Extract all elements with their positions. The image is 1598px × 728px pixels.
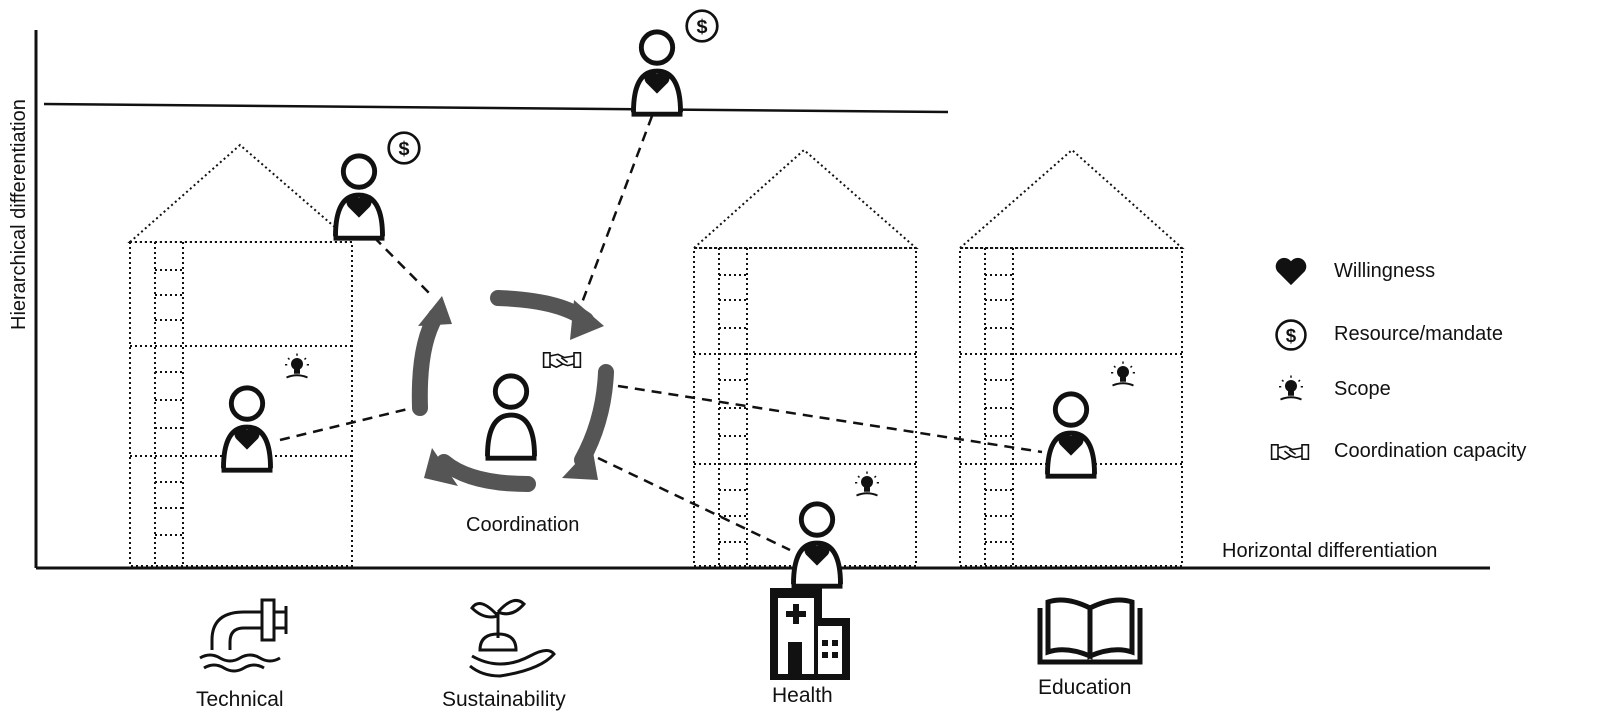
hospital-icon [770,588,850,680]
person-icon-central [486,376,537,458]
lightbulb-icon-education [1110,360,1136,387]
connector-lines [279,99,1043,552]
ladder-education [985,274,1013,543]
legend-label-coordination-capacity: Coordination capacity [1334,440,1527,462]
sector-label-sustainability: Sustainability [442,688,566,711]
sector-label-health: Health [772,684,833,707]
legend-label-resource: Resource/mandate [1334,323,1503,345]
legend-heart-icon [1275,257,1307,286]
dollar-icon-top-level [685,9,719,43]
building-technical [127,143,355,567]
legend-dollar-icon [1275,319,1307,351]
ladder-health [719,274,747,543]
ladder-technical [155,269,183,536]
legend-handshake-icon [1270,443,1310,461]
person-icon-top-level [632,32,683,114]
open-book-icon [1037,597,1143,665]
coordination-label: Coordination [466,514,580,536]
x-axis-label: Horizontal differentiation [1222,540,1438,562]
dollar-icon-mid-level [387,131,421,165]
lightbulb-icon-health [854,470,880,497]
legend-label-scope: Scope [1334,378,1391,400]
legend-label-willingness: Willingness [1334,260,1436,282]
handshake-icon-central [542,351,582,369]
sector-label-technical: Technical [196,688,284,711]
person-icon-technical [222,388,273,470]
top-level-line [43,102,949,114]
person-icon-mid-level [334,156,385,238]
person-icon-health [792,504,843,586]
building-health [691,148,919,567]
sector-label-education: Education [1038,676,1132,699]
lightbulb-icon-technical [284,352,310,379]
y-axis-label: Hierarchical differentiation [8,99,30,330]
water-pipe-icon [199,598,288,673]
sprout-hand-icon [469,598,556,678]
coordination-cycle-arrowheads [418,296,604,486]
building-education [957,148,1185,567]
legend-lightbulb-icon [1278,374,1304,401]
person-icon-education [1046,394,1097,476]
